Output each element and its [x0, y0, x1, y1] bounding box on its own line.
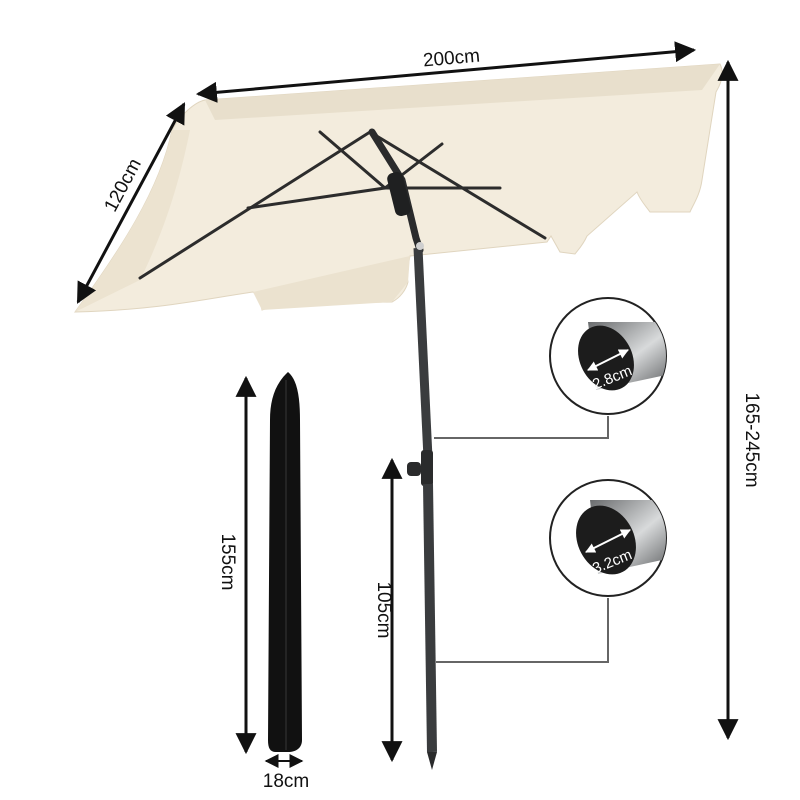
- callout-leaders: [434, 416, 609, 663]
- upper-pole-cross-section: [549, 297, 667, 415]
- storage-bag: [268, 372, 302, 752]
- height-range-label: 165-245cm: [741, 392, 762, 487]
- lower-callout-leader: [436, 598, 609, 663]
- lower-pole-cross-section: [549, 479, 667, 597]
- pole-cross-section-icon: [576, 500, 666, 575]
- tilt-joint: [421, 450, 433, 486]
- height-adjust-knob: [407, 462, 421, 476]
- umbrella-pole: [368, 128, 437, 770]
- width-arrow: [195, 41, 697, 103]
- dimension-arrows: [76, 41, 739, 768]
- lower-pole-label: 105cm: [373, 581, 394, 638]
- depth-arrow: [76, 102, 186, 304]
- width-label: 200cm: [422, 46, 481, 72]
- bag-width-label: 18cm: [263, 771, 309, 792]
- upper-callout-leader: [434, 416, 609, 439]
- bag-length-label: 155cm: [217, 533, 238, 590]
- pole-cross-section-icon: [578, 322, 666, 391]
